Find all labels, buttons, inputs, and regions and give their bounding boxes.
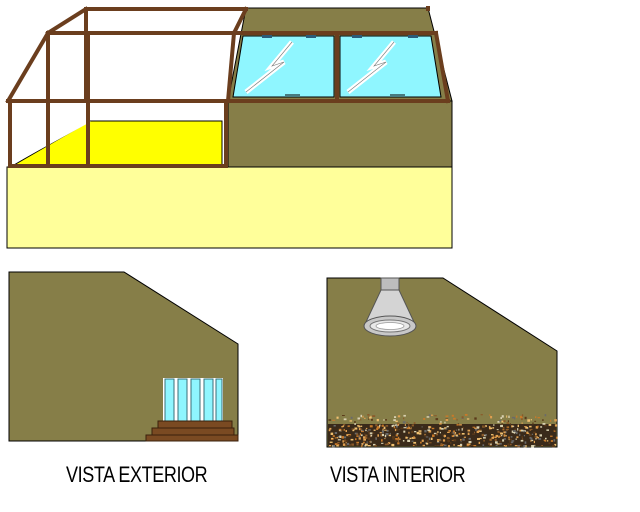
glare-right-outline: [347, 41, 395, 93]
vent-tab: [408, 34, 418, 38]
solid-wall-section: [227, 100, 453, 168]
floor-yellow: [12, 120, 223, 166]
exterior-window-bars: [164, 378, 223, 423]
vent-tab: [352, 34, 362, 38]
caption-exterior: VISTA EXTERIOR: [66, 462, 208, 487]
base-block: [6, 166, 453, 249]
structure-overview: [5, 6, 453, 249]
vent-tab: [262, 34, 272, 38]
wooden-frame: [5, 6, 451, 168]
ceiling-lamp-icon: [363, 277, 417, 337]
vent-tab: [306, 34, 316, 38]
glare-left-outline: [245, 41, 293, 93]
exterior-steps: [145, 420, 239, 442]
interior-wall: [326, 277, 558, 448]
glass-pane-right: [339, 35, 442, 98]
gravel-texture: [328, 414, 558, 448]
caption-interior: VISTA INTERIOR: [330, 462, 466, 487]
interior-view: [326, 277, 558, 448]
exterior-view: [8, 271, 239, 442]
